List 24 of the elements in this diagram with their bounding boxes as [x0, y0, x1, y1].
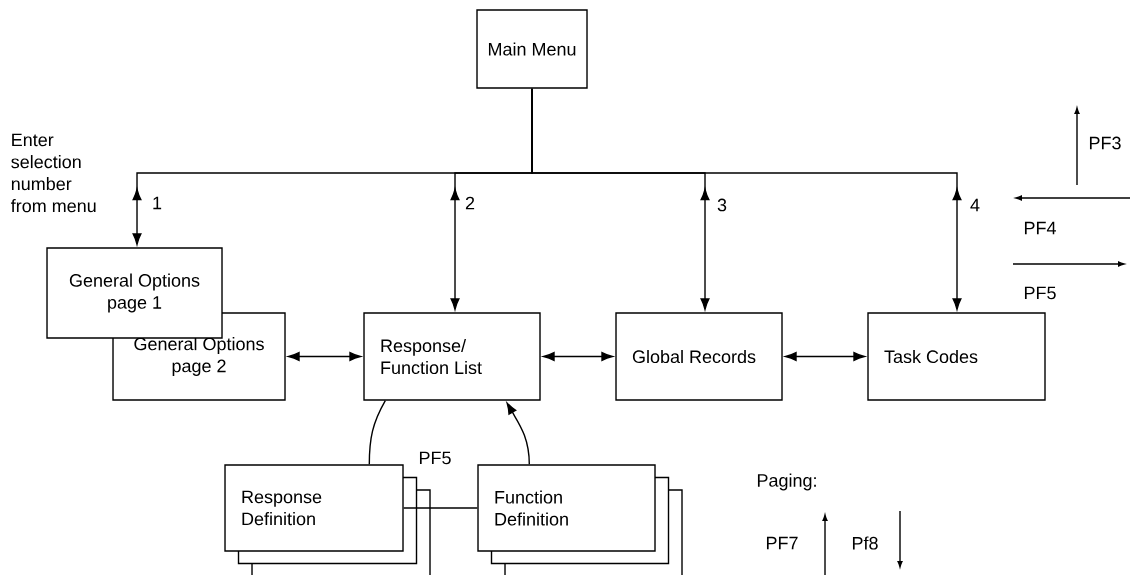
edge-label: 4: [969, 197, 981, 213]
note-text: PF5: [420, 451, 451, 465]
note-text: Paging:: [757, 473, 816, 491]
arrow: [531, 88, 962, 310]
note-text: PF5: [1024, 286, 1056, 300]
note-text: Enter selection number from menu: [10, 133, 96, 213]
note-text: PF3: [1089, 136, 1121, 150]
note-text: PF4: [1024, 221, 1056, 235]
screen-box: Function Definition: [477, 464, 683, 575]
arrow: [506, 402, 530, 465]
screen-box: Response Definition: [224, 464, 431, 575]
edge-label: 1: [151, 195, 163, 211]
screen-box: General Options page 1: [46, 247, 223, 339]
arrow: [785, 352, 865, 361]
arrow: [288, 352, 361, 361]
edge-label: 3: [716, 197, 728, 213]
screen-box: Task Codes: [867, 312, 1046, 401]
screen-box: Global Records: [615, 312, 783, 401]
note-text: PF7: [766, 536, 798, 550]
arrow: [543, 352, 613, 361]
edge-label: 2: [464, 195, 476, 211]
menu-box: Main Menu: [476, 9, 588, 89]
note-text: Pf8: [852, 536, 878, 550]
screen-box: Response/ Function List: [363, 312, 541, 401]
